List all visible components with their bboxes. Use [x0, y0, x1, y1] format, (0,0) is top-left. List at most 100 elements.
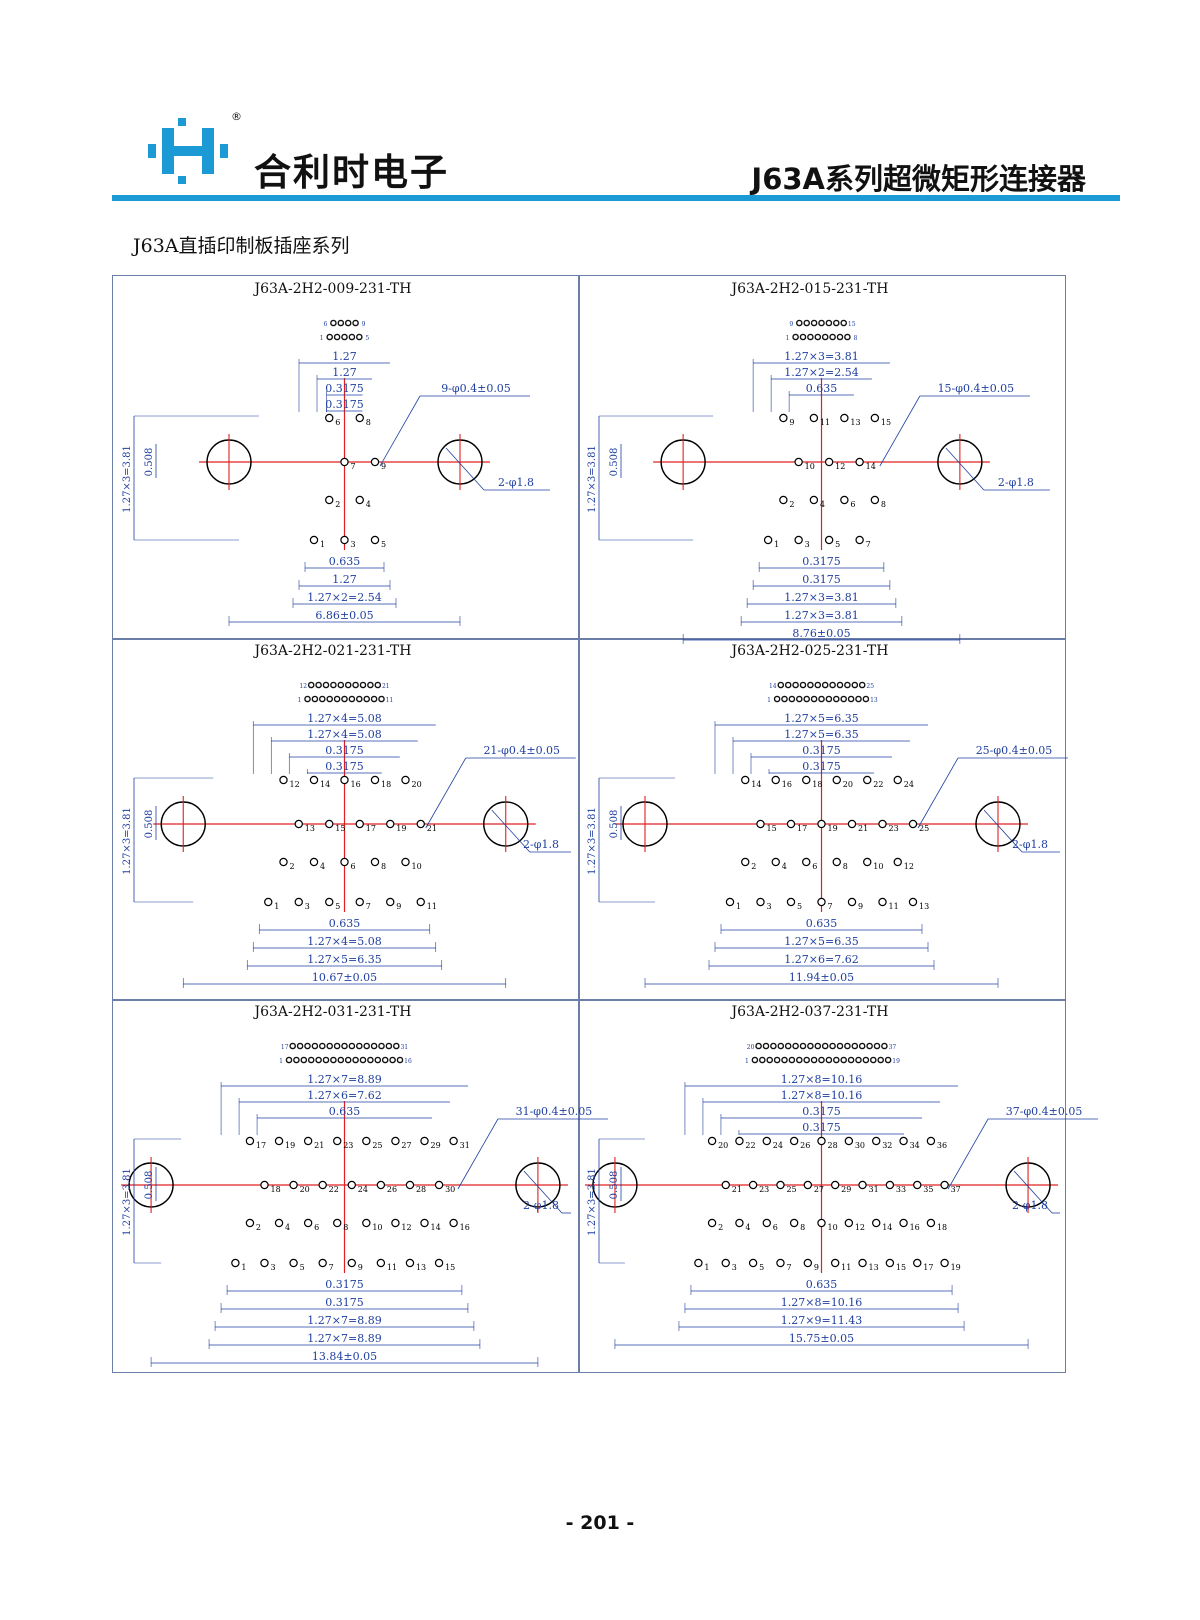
- dimension-label: 1.27×5=6.35: [307, 953, 381, 966]
- dimension-line: [523, 1170, 563, 1214]
- mount-callout: 2-φ1.8: [523, 1199, 559, 1212]
- pin-number: 2: [256, 1223, 261, 1232]
- mini-pin: [326, 695, 333, 702]
- mini-pin: [330, 681, 337, 688]
- mini-pin: [378, 695, 385, 702]
- pin-hole: [347, 1258, 356, 1268]
- pin-number: 5: [335, 902, 340, 911]
- mini-pin: [363, 1042, 370, 1050]
- dimension-label: 1.27×7=8.89: [307, 1314, 381, 1327]
- pin-hole: [794, 457, 803, 467]
- pin-number: 15: [881, 418, 891, 427]
- dimension-label: 1.27×3=3.81: [784, 350, 858, 363]
- mini-pin-label: 13: [870, 697, 878, 704]
- pin-number: 10: [873, 862, 883, 871]
- pin-number: 9: [396, 902, 401, 911]
- pin-hole: [449, 1218, 458, 1228]
- pin-hole: [355, 819, 364, 828]
- pin-hole: [779, 413, 788, 423]
- mini-pin: [333, 1042, 341, 1050]
- pin-hole: [391, 1218, 400, 1228]
- pin-number: 20: [300, 1185, 310, 1194]
- mini-pin: [844, 333, 851, 341]
- mini-pin: [777, 1042, 785, 1050]
- dimension-label: 11.94±0.05: [789, 971, 854, 984]
- dimension-label: 0.3175: [802, 1121, 841, 1134]
- dimension-line: [945, 447, 985, 491]
- dimension-label: 0.508: [609, 1171, 620, 1200]
- pin-hole: [303, 1218, 313, 1228]
- pin-hole: [274, 1218, 284, 1228]
- pin-hole: [858, 1180, 867, 1190]
- pin-number: 30: [855, 1141, 865, 1150]
- pin-hole: [279, 775, 288, 784]
- mini-pin: [385, 1042, 393, 1050]
- pin-hole: [405, 1180, 415, 1190]
- pin-number: 18: [381, 780, 391, 789]
- mini-pin: [344, 1056, 352, 1064]
- mini-pin: [873, 1042, 881, 1050]
- pin-number: 1: [320, 540, 325, 549]
- pin-hole: [878, 897, 887, 906]
- pin-hole: [803, 1180, 813, 1190]
- pin-number: 4: [320, 862, 325, 871]
- pin-hole: [870, 495, 880, 505]
- mini-pin: [799, 681, 807, 688]
- pin-number: 1: [274, 902, 279, 911]
- mini-pin: [773, 695, 781, 702]
- dimension-label: 0.3175: [802, 573, 841, 586]
- pin-hole: [926, 1218, 936, 1228]
- pin-hole: [420, 1136, 429, 1146]
- mini-pin: [799, 1042, 807, 1050]
- pin-number: 6: [335, 418, 340, 427]
- pin-hole: [721, 1258, 730, 1268]
- pin-hole: [809, 495, 819, 505]
- pin-number: 37: [951, 1185, 961, 1194]
- mini-pin: [318, 1042, 326, 1050]
- part-number: J63A-2H2-025-231-TH: [731, 642, 889, 659]
- pin-hole: [245, 1136, 255, 1146]
- mini-pin: [337, 319, 345, 327]
- pin-hole: [325, 413, 334, 423]
- dimension-label: 0.508: [609, 448, 620, 477]
- mini-pin: [378, 1042, 385, 1050]
- pin-hole: [817, 1136, 826, 1146]
- pin-number: 21: [858, 824, 868, 833]
- pin-number: 13: [416, 1263, 426, 1272]
- pin-hole: [725, 897, 735, 906]
- dimension-label: 1.27×3=3.81: [784, 591, 858, 604]
- pin-number: 6: [850, 500, 855, 509]
- pin-number: 24: [358, 1185, 368, 1194]
- pin-hole: [355, 495, 364, 505]
- dimension-label: 8.76±0.05: [792, 627, 850, 640]
- mini-pin: [803, 1056, 810, 1064]
- pin-number: 9: [814, 1263, 819, 1272]
- mini-pin: [396, 1056, 404, 1064]
- pin-number: 26: [387, 1185, 397, 1194]
- pin-hole: [401, 857, 410, 866]
- pin-number: 16: [351, 780, 361, 789]
- mini-pin: [840, 319, 848, 327]
- pin-number: 3: [805, 540, 810, 549]
- pin-number: 15: [445, 1263, 455, 1272]
- mini-pin: [847, 1056, 855, 1064]
- mini-pin: [333, 695, 341, 702]
- pin-number: 18: [812, 780, 822, 789]
- mini-pin: [855, 695, 862, 702]
- registered-mark: ®: [231, 110, 242, 123]
- mini-pin-label: 1: [767, 697, 771, 704]
- pin-hole: [325, 897, 334, 906]
- mini-pin: [832, 1056, 840, 1064]
- pin-number: 31: [869, 1185, 879, 1194]
- dimension-label: 1.27×9=11.43: [781, 1314, 862, 1327]
- dimension-label: 1.27×7=8.89: [307, 1332, 381, 1345]
- part-number: J63A-2H2-037-231-TH: [731, 1004, 889, 1020]
- pin-number: 7: [828, 902, 833, 911]
- pin-number: 11: [427, 902, 437, 911]
- pin-number: 6: [773, 1223, 778, 1232]
- mini-pin: [381, 1056, 389, 1064]
- pin-hole: [355, 413, 364, 423]
- mini-pin: [348, 695, 356, 702]
- dimension-line: [879, 395, 921, 467]
- mini-pin: [829, 333, 836, 341]
